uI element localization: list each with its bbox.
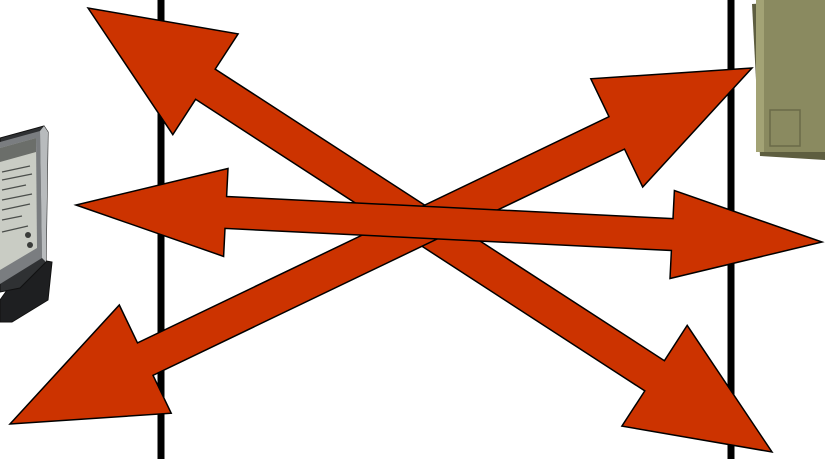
device-body — [756, 0, 825, 152]
handheld-pda-icon — [0, 126, 52, 322]
arrows-group — [10, 8, 822, 452]
wall-mounted-unit-icon — [752, 0, 825, 160]
device-highlight — [756, 0, 764, 152]
